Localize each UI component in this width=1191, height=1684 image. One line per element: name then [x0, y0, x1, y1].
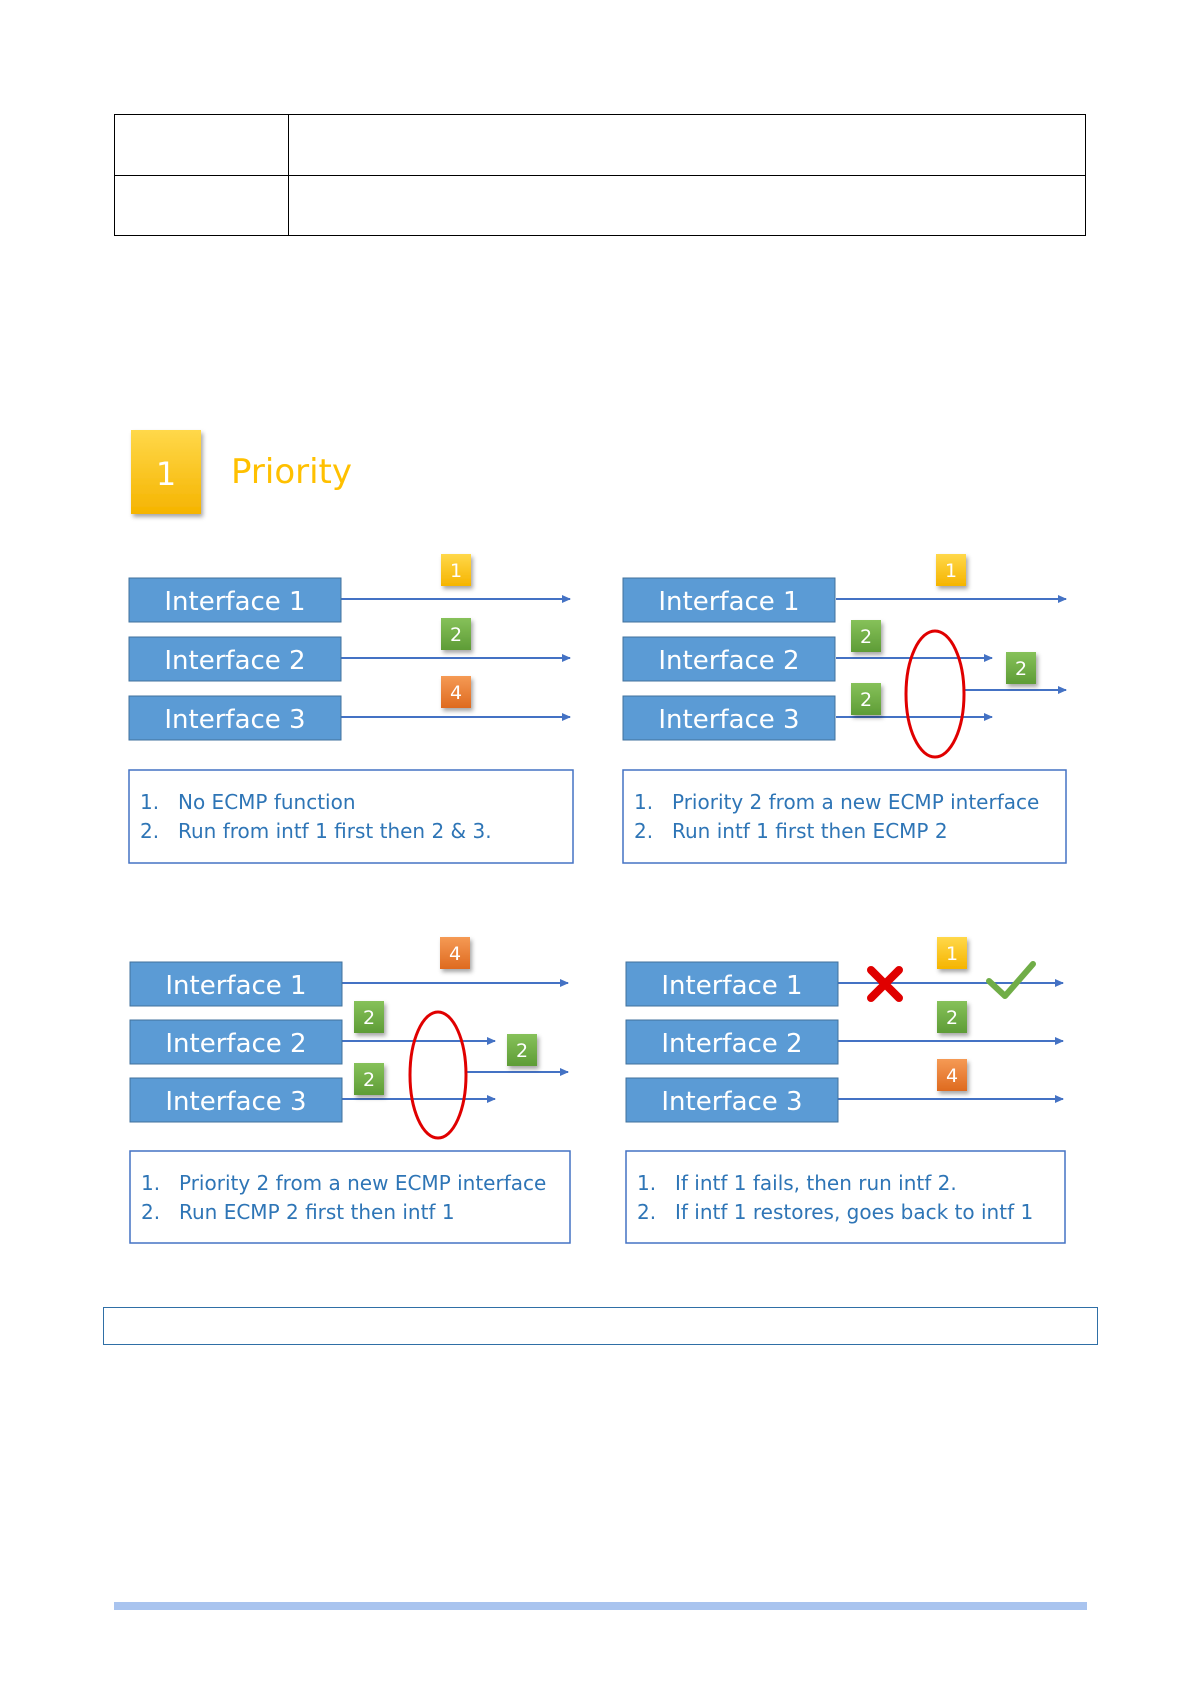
interface-box [625, 961, 839, 1007]
note-box [625, 1150, 1066, 1244]
interface-box [128, 695, 342, 741]
ecmp-ellipse [904, 629, 966, 759]
interface-box [128, 577, 342, 623]
interface-box [622, 636, 836, 682]
interface-box [625, 1077, 839, 1123]
interface-label: Interface 3 [165, 1087, 306, 1117]
interface-label: Interface 3 [658, 705, 799, 735]
note-text: Priority 2 from a new ECMP interface [672, 790, 1039, 814]
interface-label: Interface 3 [661, 1087, 802, 1117]
interface-label: Interface 3 [164, 705, 305, 735]
priority-badge [354, 1001, 384, 1033]
heading-number-box [131, 430, 201, 514]
panel-4: Interface 1 Interface 2 Interface 3 1 2 … [625, 937, 1066, 1244]
note-number: 2. [141, 1200, 160, 1224]
footer-bar [114, 1602, 1087, 1610]
interface-label: Interface 2 [165, 1029, 306, 1059]
cross-icon [867, 966, 903, 1002]
note-number: 1. [140, 790, 159, 814]
note-number: 1. [141, 1171, 160, 1195]
note-text: If intf 1 restores, goes back to intf 1 [675, 1200, 1033, 1224]
priority-badge-label: 2 [860, 689, 872, 711]
note-box [622, 769, 1067, 864]
priority-badge-label: 2 [363, 1069, 375, 1091]
priority-badge [936, 554, 966, 586]
priority-badge-label: 2 [363, 1007, 375, 1029]
priority-badge-label: 2 [450, 624, 462, 646]
priority-badge [937, 1059, 967, 1091]
interface-box [622, 577, 836, 623]
note-text: No ECMP function [178, 790, 356, 814]
ecmp-ellipse [408, 1010, 468, 1140]
priority-badge [441, 618, 471, 650]
header-table [114, 114, 1086, 236]
interface-box [129, 961, 343, 1007]
note-number: 2. [140, 819, 159, 843]
note-number: 2. [634, 819, 653, 843]
priority-badge [441, 676, 471, 708]
priority-badge [440, 937, 470, 969]
priority-badge [937, 1001, 967, 1033]
priority-badge-label: 1 [946, 943, 958, 965]
panel-2: Interface 1 Interface 2 Interface 3 1 2 … [622, 554, 1067, 864]
heading-number: 1 [156, 455, 176, 493]
interface-box [625, 1019, 839, 1065]
priority-badge-label: 2 [860, 626, 872, 648]
interface-label: Interface 2 [164, 646, 305, 676]
check-icon [986, 961, 1036, 999]
note-box [129, 1150, 571, 1244]
note-text: Priority 2 from a new ECMP interface [179, 1171, 546, 1195]
interface-label: Interface 2 [661, 1029, 802, 1059]
priority-badge [851, 683, 881, 715]
priority-badge-label: 4 [449, 943, 461, 965]
table-row-divider [115, 175, 1085, 176]
caption-box [103, 1307, 1098, 1345]
priority-badge-label: 4 [946, 1065, 958, 1087]
interface-box [622, 695, 836, 741]
interface-label: Interface 2 [658, 646, 799, 676]
priority-badge-label: 2 [1015, 658, 1027, 680]
interface-label: Interface 1 [661, 971, 802, 1001]
interface-box [128, 636, 342, 682]
priority-badge [441, 554, 471, 586]
note-text: Run ECMP 2 first then intf 1 [179, 1200, 455, 1224]
note-text: Run intf 1 first then ECMP 2 [672, 819, 948, 843]
priority-badge-label: 2 [946, 1007, 958, 1029]
section-heading: 1 Priority [131, 430, 352, 514]
panel-3: Interface 1 Interface 2 Interface 3 4 2 … [129, 937, 571, 1244]
note-text: Run from intf 1 first then 2 & 3. [178, 819, 492, 843]
note-number: 1. [634, 790, 653, 814]
note-number: 1. [637, 1171, 656, 1195]
interface-label: Interface 1 [164, 587, 305, 617]
interface-box [129, 1077, 343, 1123]
priority-badge-label: 1 [450, 560, 462, 582]
priority-badge [851, 620, 881, 652]
priority-badge-label: 4 [450, 682, 462, 704]
priority-badge [937, 937, 967, 969]
note-box [128, 769, 574, 864]
interface-label: Interface 1 [658, 587, 799, 617]
interface-box [129, 1019, 343, 1065]
priority-badge [1006, 652, 1036, 684]
interface-label: Interface 1 [165, 971, 306, 1001]
priority-badge-label: 2 [516, 1040, 528, 1062]
note-number: 2. [637, 1200, 656, 1224]
note-text: If intf 1 fails, then run intf 2. [675, 1171, 957, 1195]
heading-title: Priority [231, 452, 352, 492]
priority-badge-label: 1 [945, 560, 957, 582]
panel-1: Interface 1 Interface 2 Interface 3 1 2 … [128, 554, 574, 864]
priority-badge [354, 1063, 384, 1095]
priority-badge [507, 1034, 537, 1066]
